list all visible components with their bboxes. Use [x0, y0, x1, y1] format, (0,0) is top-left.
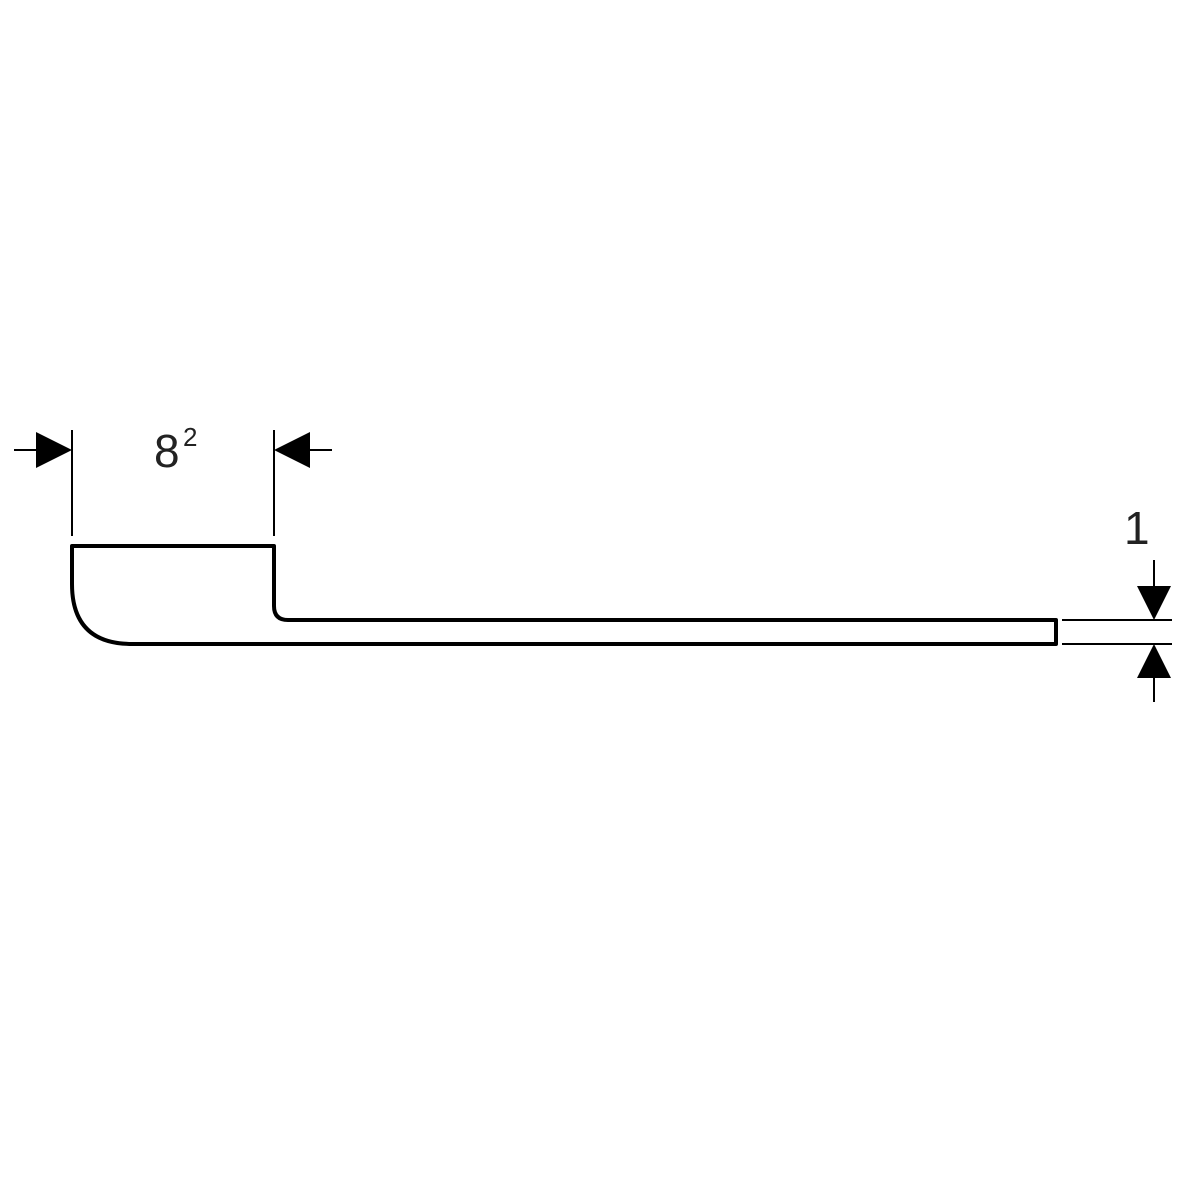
thickness-dimension: 1 — [1062, 502, 1172, 702]
profile-outline — [70, 544, 1058, 646]
thickness-arrow-top-icon — [1137, 586, 1171, 620]
thickness-dimension-value: 1 — [1124, 502, 1150, 554]
width-dimension-superscript: 2 — [183, 422, 197, 452]
width-dimension: 8 2 — [14, 422, 332, 536]
width-arrow-right-icon — [274, 432, 310, 468]
thickness-arrow-bottom-icon — [1137, 644, 1171, 678]
width-arrow-left-icon — [36, 432, 72, 468]
width-dimension-value: 8 — [154, 425, 180, 477]
